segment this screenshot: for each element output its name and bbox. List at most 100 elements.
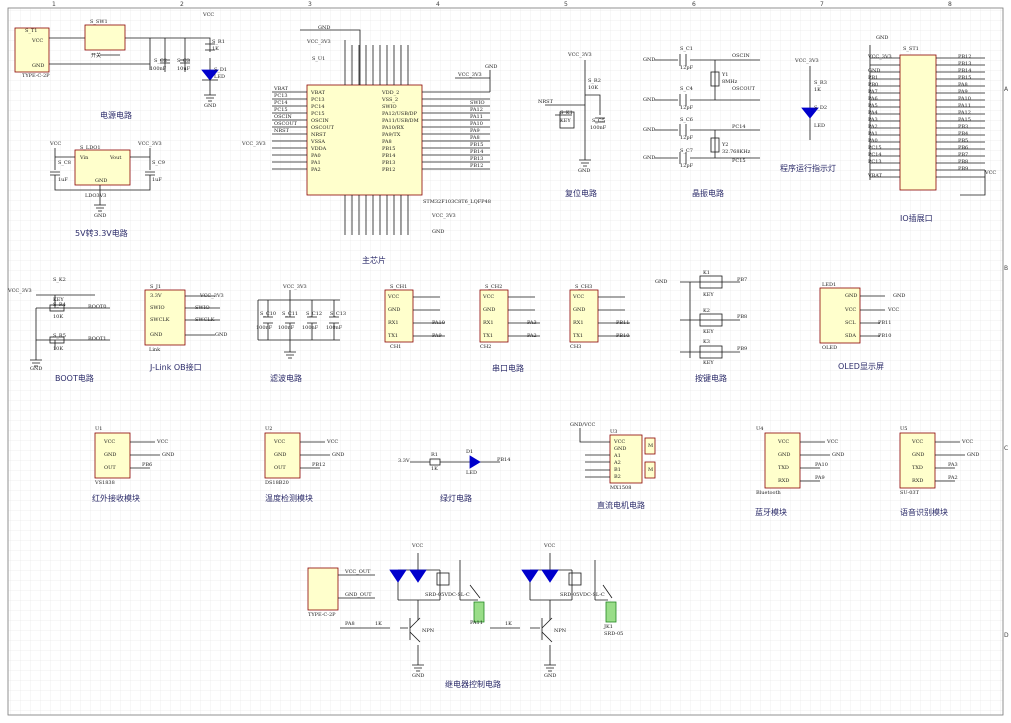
ir-body <box>94 432 131 479</box>
motor-pin-b2: B2 <box>614 474 621 480</box>
type-c-out-body <box>307 567 339 611</box>
temp-net-vcc: VCC <box>327 439 339 445</box>
mcu-right-pin-4: PA12/USB/DP <box>382 111 417 117</box>
mcu-right-net-4: PA12 <box>470 107 483 113</box>
mcu-right-net-9: PB15 <box>470 142 484 148</box>
mcu-left-pin-12: PA2 <box>311 167 321 173</box>
green-d1-ref: D1 <box>466 449 474 455</box>
oled-name: OLED <box>822 345 838 351</box>
y2-ref: Y2 <box>722 142 729 148</box>
mcu-left-net-5: OSCIN <box>274 114 292 120</box>
voice-net-gnd: GND <box>967 452 980 458</box>
c8-value: 1uF <box>58 177 68 183</box>
relay-b-jk1n: SRD-05 <box>604 631 624 637</box>
ir-net-pb6: PB6 <box>142 462 153 468</box>
d1-name: LED <box>214 74 225 80</box>
mcu-right-net-7: PA9 <box>470 128 480 134</box>
key2-net: PB8 <box>737 314 748 320</box>
ch2-net-pa2: PA2 <box>527 333 537 339</box>
voice-pin-rxd: RXD <box>912 478 924 484</box>
sw1-ref: S_SW1 <box>90 19 108 25</box>
section-title-reset: 复位电路 <box>565 189 597 198</box>
io-right-3: PB14 <box>958 68 972 74</box>
voice-pin-vcc: VCC <box>912 439 924 445</box>
io-left-9: PA3 <box>868 117 878 123</box>
section-title-boot: BOOT电路 <box>55 374 94 383</box>
k2-name: KEY <box>53 297 64 303</box>
motor-ref: U3 <box>610 429 618 435</box>
u1-ref: S_U1 <box>312 56 326 62</box>
section-title-ir: 红外接收模块 <box>92 494 140 503</box>
io-left-5: PA7 <box>868 89 878 95</box>
motor-pin-vcc: VCC <box>614 439 626 445</box>
c11-ref: S_C11 <box>282 311 299 317</box>
io-right-9: PA12 <box>958 110 971 116</box>
mcu-left-net-3: PC14 <box>274 100 288 106</box>
boot1-net: BOOT1 <box>88 336 107 342</box>
io-right-13: PB5 <box>958 138 969 144</box>
ch2-ref: S_CH2 <box>485 284 503 290</box>
io-left-2: GND <box>868 68 881 74</box>
jlink-pin-gnd: GND <box>150 332 163 338</box>
jlink-net-swclk: SWCLK <box>195 317 215 323</box>
r3-ref: S_R3 <box>814 80 827 86</box>
ruler-top-8: 8 <box>948 1 952 8</box>
bt-net-gnd: GND <box>832 452 845 458</box>
section-title-oled: OLED显示屏 <box>838 362 884 371</box>
mcu-gnd-top: GND <box>318 25 331 31</box>
ch1-rx: RX1 <box>388 320 399 326</box>
boot0-net: BOOT0 <box>88 304 107 310</box>
y1-crystal <box>710 71 720 87</box>
ldo-gnd-pin: GND <box>95 178 108 184</box>
voice-body <box>899 432 936 489</box>
ch1-vcc: VCC <box>388 294 400 300</box>
r1-ref: S_R1 <box>212 39 225 45</box>
oled-pin-gnd: GND <box>845 293 858 299</box>
c12-ref: S_C12 <box>306 311 323 317</box>
c10-ref: S_C10 <box>260 311 277 317</box>
mcu-gnd-bottom: GND <box>432 229 445 235</box>
jlink-body <box>144 289 186 346</box>
c6-value: 12pF <box>680 135 694 141</box>
section-title-bt: 蓝牙模块 <box>755 508 787 517</box>
r5-value: 10K <box>53 346 64 352</box>
temp-body <box>264 432 301 479</box>
io-header-body <box>899 54 937 191</box>
ir-pin-vcc: VCC <box>104 439 116 445</box>
t1-gnd-pin: GND <box>32 63 45 69</box>
bt-net-pa9: PA9 <box>815 475 825 481</box>
section-title-ldo: 5V转3.3V电路 <box>75 229 128 238</box>
y1-ref: Y1 <box>722 72 729 78</box>
crystal-gnd-4: GND <box>643 155 656 161</box>
ch2-net-pa3: PA3 <box>527 320 537 326</box>
ruler-top-7: 7 <box>820 1 824 8</box>
ch2-name: CH2 <box>480 344 492 350</box>
io-left-8: PA4 <box>868 110 878 116</box>
mcu-left-pin-3: PC14 <box>311 104 325 110</box>
section-title-power: 电源电路 <box>100 111 132 120</box>
c4-ref: S_C4 <box>680 86 693 92</box>
mcu-right-pin-10: PB14 <box>382 153 396 159</box>
mcu-right-pin-12: PB12 <box>382 167 396 173</box>
section-title-crystal: 晶振电路 <box>692 189 724 198</box>
d2-name: LED <box>814 123 825 129</box>
t1-type: TYPE-C-2P <box>22 73 50 79</box>
bt-pin-vcc: VCC <box>778 439 790 445</box>
io-right-6: PA9 <box>958 89 968 95</box>
voice-pin-txd: TXD <box>912 465 923 471</box>
io-left-7: PA5 <box>868 103 878 109</box>
ch3-gnd: GND <box>573 307 586 313</box>
ch3-name: CH3 <box>570 344 582 350</box>
ldo-vout: Vout <box>110 155 122 161</box>
ir-net-gnd: GND <box>162 452 175 458</box>
ch2-gnd: GND <box>483 307 496 313</box>
section-title-indicator: 程序运行指示灯 <box>780 164 836 173</box>
mcu-right-pin-9: PB15 <box>382 146 396 152</box>
y2-freq: 32.768KHz <box>722 149 751 155</box>
t1-ref: S_T1 <box>25 28 38 34</box>
ch3-body <box>569 289 599 343</box>
crystal-oscin: OSCIN <box>732 53 750 59</box>
crystal-gnd-3: GND <box>643 127 656 133</box>
relay-b-vcc: VCC <box>544 543 556 549</box>
